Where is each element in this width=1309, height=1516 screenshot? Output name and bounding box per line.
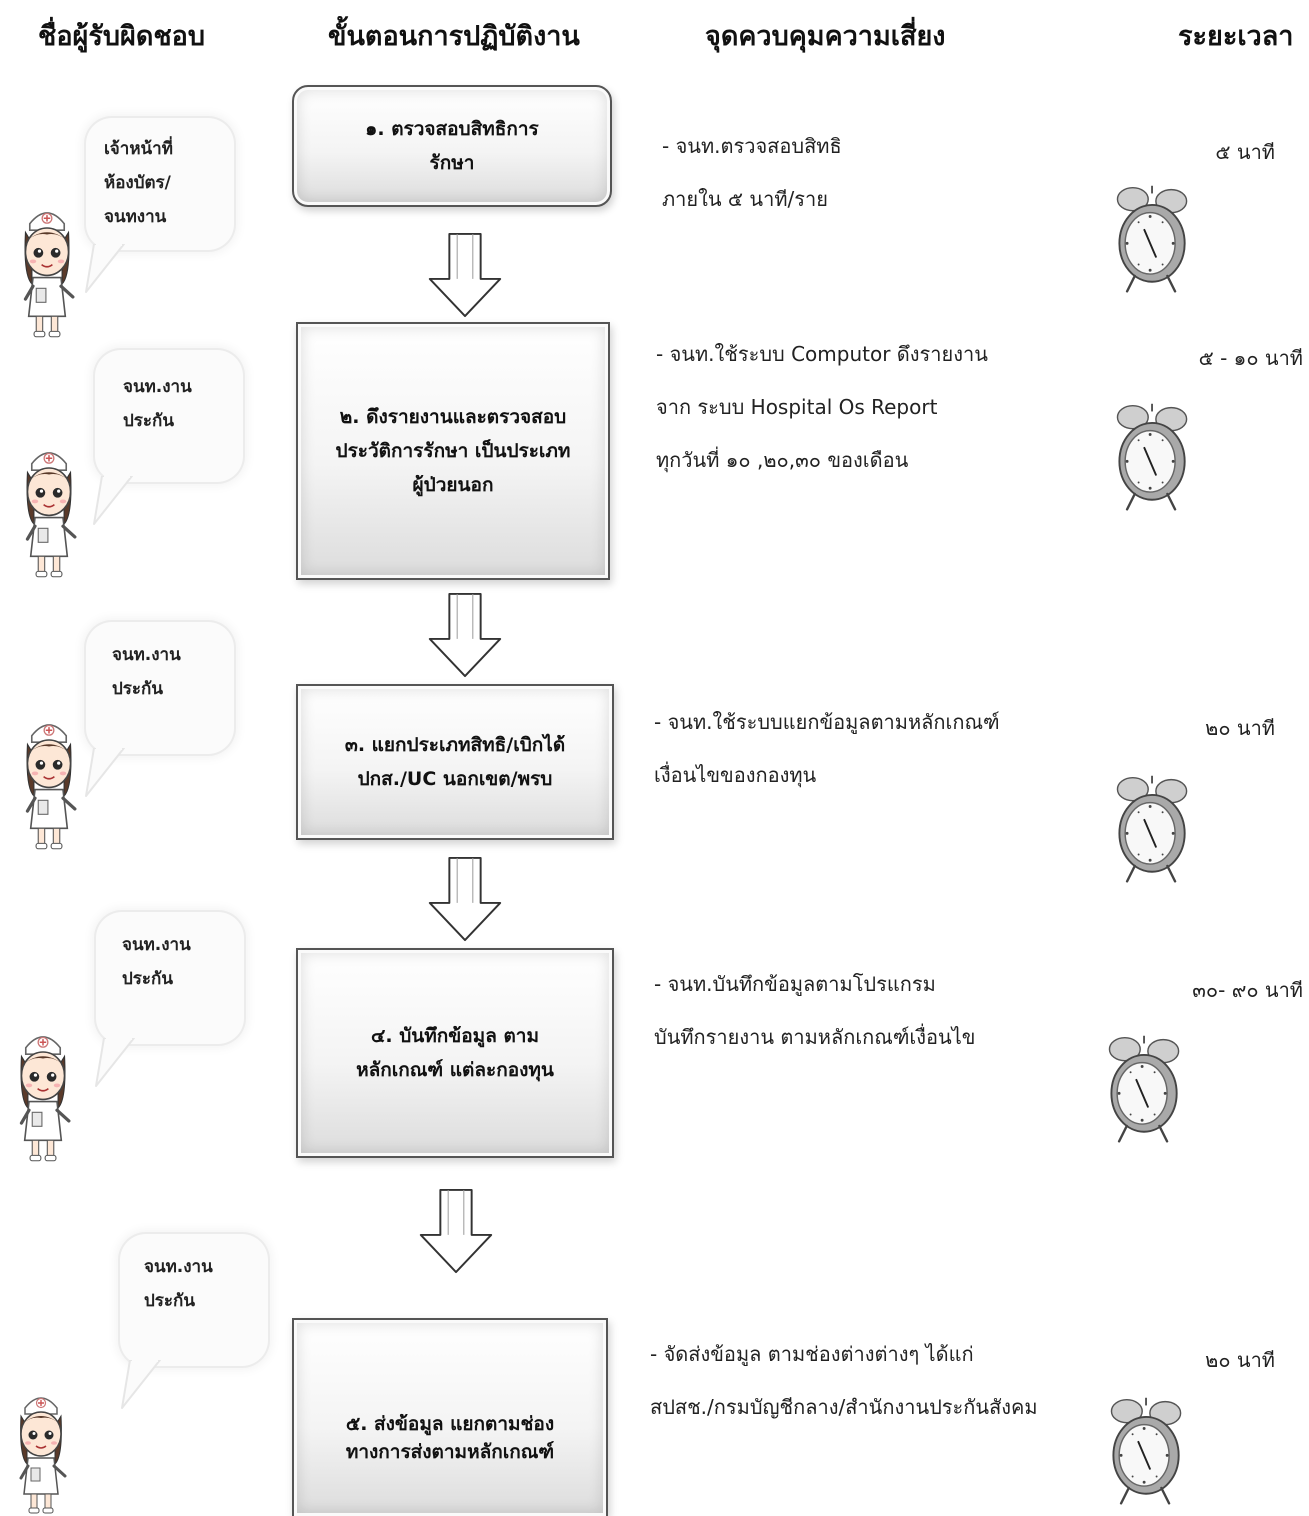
bubble-tail [94, 1038, 154, 1088]
risk-text: ภายใน ๕ นาที/ราย [662, 187, 828, 211]
step-text: ประวัติการรักษา เป็นประเภท [335, 440, 571, 462]
alarm-clock-icon [1100, 1030, 1190, 1150]
step-text: ๑. ตรวจสอบสิทธิการ [365, 118, 539, 140]
duration-2: ๕ - ๑๐ นาที [1198, 346, 1303, 370]
risk-text: - จัดส่งข้อมูล ตามช่องต่างต่างๆ ได้แก่ [650, 1342, 974, 1366]
responsible-text: จนท.งาน [112, 645, 181, 665]
down-arrow-icon [425, 856, 505, 944]
down-arrow-icon [425, 592, 505, 680]
step-box-1: ๑. ตรวจสอบสิทธิการ รักษา [292, 85, 612, 207]
alarm-clock-icon [1108, 398, 1198, 518]
responsible-bubble-1: เจ้าหน้าที่ ห้องบัตร/ จนทงาน [86, 118, 234, 250]
risk-text: จาก ระบบ Hospital Os Report [656, 395, 938, 419]
responsible-bubble-4: จนท.งาน ประกัน [96, 912, 244, 1044]
risk-text: ทุกวันที่ ๑๐ ,๒๐,๓๐ ของเดือน [656, 448, 909, 472]
duration-5: ๒๐ นาที [1205, 1348, 1275, 1372]
alarm-clock-icon [1108, 180, 1198, 300]
header-duration: ระยะเวลา [1178, 21, 1294, 52]
risk-text: เงื่อนไขของกองทุน [654, 763, 817, 787]
duration-4: ๓๐- ๙๐ นาที [1192, 978, 1303, 1002]
responsible-text: เจ้าหน้าที่ [104, 139, 173, 159]
risk-text: - จนท.ตรวจสอบสิทธิ [662, 134, 842, 158]
bubble-tail [84, 244, 144, 294]
risk-text: - จนท.ใช้ระบบแยกข้อมูลตามหลักเกณฑ์ [654, 710, 1000, 734]
responsible-text: ประกัน [122, 969, 173, 989]
step-text: รักษา [429, 152, 475, 174]
responsible-text: จนท.งาน [144, 1257, 213, 1277]
bubble-tail [92, 476, 152, 526]
nurse-icon [12, 200, 82, 340]
header-steps: ขั้นตอนการปฏิบัติงาน [328, 21, 580, 52]
header-risk: จุดควบคุมความเสี่ยง [705, 21, 946, 52]
risk-control-4: - จนท.บันทึกข้อมูลตามโปรแกรม บันทึกรายงา… [654, 958, 975, 1064]
step-box-2: ๒. ดึงรายงานและตรวจสอบ ประวัติการรักษา เ… [296, 322, 610, 580]
nurse-icon [14, 712, 84, 852]
header-responsible: ชื่อผู้รับผิดชอบ [38, 21, 206, 52]
down-arrow-icon [416, 1188, 496, 1276]
step-box-4: ๔. บันทึกข้อมูล ตาม หลักเกณฑ์ แต่ละกองทุ… [296, 948, 614, 1158]
step-box-5: ๕. ส่งข้อมูล แยกตามช่อง ทางการส่งตามหลัก… [292, 1318, 608, 1516]
risk-control-5: - จัดส่งข้อมูล ตามช่องต่างต่างๆ ได้แก่ ส… [650, 1328, 1038, 1434]
responsible-bubble-2: จนท.งาน ประกัน [95, 350, 243, 482]
bubble-tail [120, 1360, 180, 1410]
risk-text: สปสช./กรมบัญชีกลาง/สำนักงานประกันสังคม [650, 1395, 1038, 1419]
risk-text: - จนท.ใช้ระบบ Computor ดึงรายงาน [656, 342, 988, 366]
responsible-text: ประกัน [123, 411, 174, 431]
responsible-text: จนท.งาน [123, 377, 192, 397]
alarm-clock-icon [1108, 770, 1198, 890]
step-text: ปกส./UC นอกเขต/พรบ [357, 768, 553, 790]
nurse-icon [14, 440, 84, 580]
risk-control-1: - จนท.ตรวจสอบสิทธิ ภายใน ๕ นาที/ราย [662, 120, 842, 226]
step-text: ๕. ส่งข้อมูล แยกตามช่อง [345, 1413, 555, 1435]
nurse-icon [8, 1024, 78, 1164]
responsible-text: ห้องบัตร/ [104, 173, 171, 193]
step-text: ๓. แยกประเภทสิทธิ/เบิกได้ [344, 734, 566, 756]
down-arrow-icon [425, 232, 505, 320]
risk-text: บันทึกรายงาน ตามหลักเกณฑ์เงื่อนไข [654, 1025, 976, 1049]
responsible-bubble-3: จนท.งาน ประกัน [86, 622, 234, 754]
duration-1: ๕ นาที [1215, 140, 1275, 164]
risk-text: - จนท.บันทึกข้อมูลตามโปรแกรม [654, 972, 936, 996]
bubble-tail [84, 748, 144, 798]
alarm-clock-icon [1102, 1392, 1192, 1512]
responsible-text: จนท.งาน [122, 935, 191, 955]
step-text: ทางการส่งตามหลักเกณฑ์ [345, 1441, 555, 1463]
risk-control-2: - จนท.ใช้ระบบ Computor ดึงรายงาน จาก ระบ… [656, 328, 988, 487]
step-box-3: ๓. แยกประเภทสิทธิ/เบิกได้ ปกส./UC นอกเขต… [296, 684, 614, 840]
step-text: ๔. บันทึกข้อมูล ตาม [370, 1025, 539, 1047]
risk-control-3: - จนท.ใช้ระบบแยกข้อมูลตามหลักเกณฑ์ เงื่อ… [654, 696, 1000, 802]
duration-3: ๒๐ นาที [1205, 716, 1275, 740]
step-text: ๒. ดึงรายงานและตรวจสอบ [339, 406, 567, 428]
nurse-icon [6, 1386, 76, 1516]
responsible-bubble-5: จนท.งาน ประกัน [120, 1234, 268, 1366]
responsible-text: ประกัน [144, 1291, 195, 1311]
step-text: หลักเกณฑ์ แต่ละกองทุน [356, 1059, 554, 1081]
step-text: ผู้ป่วยนอก [412, 474, 494, 496]
responsible-text: จนทงาน [104, 207, 167, 227]
responsible-text: ประกัน [112, 679, 163, 699]
